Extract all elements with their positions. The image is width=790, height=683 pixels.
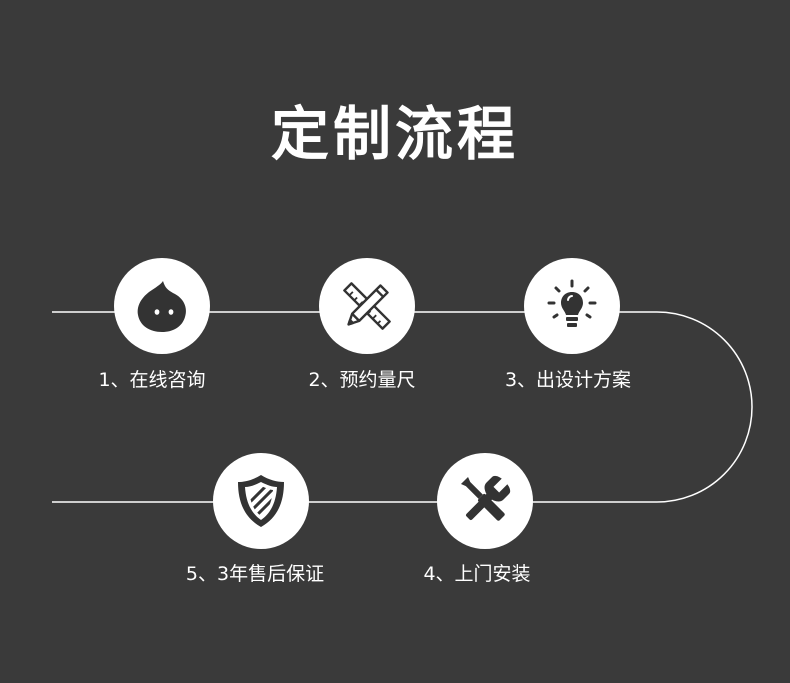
chat-bubble-icon (135, 278, 189, 334)
step-1-label: 1、在线咨询 (98, 369, 206, 391)
ruler-pencil-icon (338, 277, 396, 335)
step-3-label: 3、出设计方案 (504, 369, 632, 391)
lightbulb-icon (544, 278, 600, 334)
step-3-circle (524, 258, 620, 354)
step-5-circle (213, 453, 309, 549)
shield-icon (235, 473, 287, 529)
step-2-label: 2、预约量尺 (308, 369, 416, 391)
step-1-circle (114, 258, 210, 354)
step-2-circle (319, 258, 415, 354)
step-4-label: 4、上门安装 (423, 563, 531, 585)
step-4-circle (437, 453, 533, 549)
page-title: 定制流程 (270, 100, 519, 168)
step-5-label: 5、3年售后保证 (185, 563, 325, 585)
tools-icon (456, 472, 514, 530)
